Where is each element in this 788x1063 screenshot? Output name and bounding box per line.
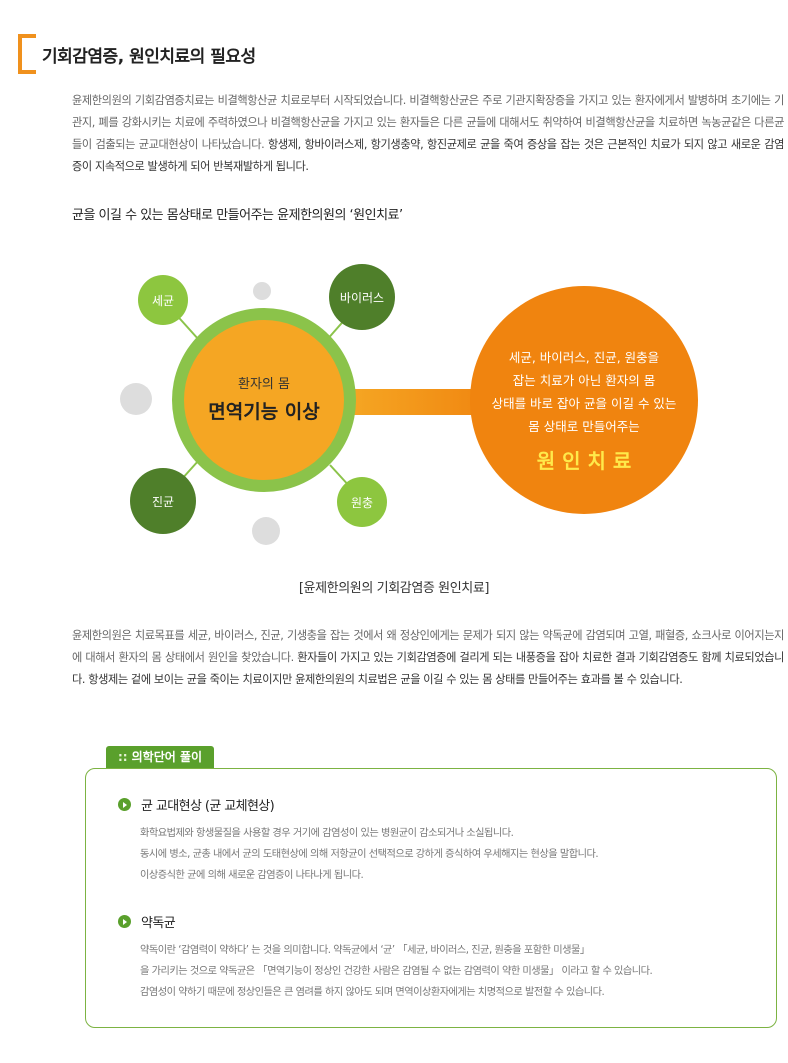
intro-text-emphasis: 항생제, 항바이러스제, 항기생충약, 항진균제로 균을 죽여 증상을 잡는 것… — [72, 138, 784, 173]
page-title: 기회감염증, 원인치료의 필요성 — [42, 47, 256, 67]
term-line: 약독이란 ‘감염력이 약하다’ 는 것을 의미합니다. 약독균에서 ‘균’ 「세… — [140, 945, 590, 956]
right-emphasis-label: 원 인 치 료 — [537, 449, 632, 473]
glossary-term-title: 균 교대현상 (균 교체현상) — [118, 795, 275, 814]
satellite-label: 세균 — [152, 294, 174, 308]
term-line: 이상증식한 균에 의해 새로운 감염증이 나타나게 됩니다. — [140, 870, 364, 881]
second-paragraph: 윤제한의원은 치료목표를 세균, 바이러스, 진균, 기생충을 잡는 것에서 왜… — [72, 625, 784, 691]
second-text-emphasis: 환자들이 가지고 있는 기회감염증에 걸리게 되는 내풍증을 잡아 치료한 결과… — [72, 651, 784, 686]
right-text-line: 잡는 치료가 아닌 환자의 몸 — [513, 373, 655, 388]
second-text: 윤제한의원은 치료목표를 세균, 바이러스, 진균, 기생충을 잡는 것에서 왜… — [72, 629, 784, 664]
intro-paragraph: 윤제한의원의 기회감염증치료는 비결핵항산균 치료로부터 시작되었습니다. 비결… — [72, 90, 784, 178]
term-line: 화학요법제와 항생물질을 사용할 경우 거기에 감염성이 있는 병원균이 감소되… — [140, 828, 514, 839]
intro-text: 윤제한의원의 기회감염증치료는 비결핵항산균 치료로부터 시작되었습니다. 비결… — [72, 94, 784, 151]
glossary-term-title: 약독균 — [118, 912, 176, 931]
center-main-label: 면역기능 이상 — [208, 401, 320, 423]
glossary-tab-dots: :: — [118, 750, 128, 764]
title-bracket-decoration — [18, 34, 36, 74]
glossary-tab: ::의학단어 풀이 — [106, 746, 215, 768]
satellite-virus — [329, 264, 395, 330]
section-subheading: 균을 이길 수 있는 몸상태로 만들어주는 윤제한의원의 ‘원인치료’ — [72, 208, 403, 223]
play-bullet-icon — [118, 915, 131, 928]
center-circle — [184, 320, 344, 480]
satellite-protozoa — [337, 477, 387, 527]
satellite-label: 바이러스 — [340, 291, 384, 305]
glossary-term-body: 약독이란 ‘감염력이 약하다’ 는 것을 의미합니다. 약독균에서 ‘균’ 「세… — [140, 940, 770, 1003]
decorative-dot — [120, 383, 152, 415]
right-text-line: 몸 상태로 만들어주는 — [528, 419, 639, 434]
term-title-text: 약독균 — [141, 916, 176, 931]
satellite-label: 진균 — [152, 495, 174, 509]
term-line: 감염성이 약하기 때문에 정상인들은 큰 염려를 하지 않아도 되며 면역이상환… — [140, 987, 605, 998]
glossary-tab-label: 의학단어 풀이 — [131, 750, 203, 764]
play-bullet-icon — [118, 798, 131, 811]
glossary-term-body: 화학요법제와 항생물질을 사용할 경우 거기에 감염성이 있는 병원균이 감소되… — [140, 823, 770, 886]
term-title-text: 균 교대현상 (균 교체현상) — [141, 799, 275, 814]
right-text-line: 상태를 바로 잡아 균을 이길 수 있는 — [492, 396, 677, 411]
glossary-box — [85, 768, 777, 1028]
satellite-fungus — [130, 468, 196, 534]
decorative-dot — [252, 517, 280, 545]
cause-treatment-diagram: 환자의 몸 면역기능 이상 세균 바이러스 진균 원충 세균, 바이러스, 진균… — [120, 264, 698, 545]
right-text-line: 세균, 바이러스, 진균, 원충을 — [509, 350, 659, 365]
diagram-caption: [윤제한의원의 기회감염증 원인치료] — [298, 581, 490, 596]
decorative-dot — [253, 282, 271, 300]
center-top-label: 환자의 몸 — [238, 377, 290, 392]
cause-treatment-circle — [470, 286, 698, 514]
satellite-label: 원충 — [351, 496, 373, 510]
satellite-bacteria — [138, 275, 188, 325]
term-line: 동시에 병소, 균총 내에서 균의 도태현상에 의해 저항균이 선택적으로 강하… — [140, 849, 599, 860]
term-line: 을 가리키는 것으로 약독균은 「면역기능이 정상인 건강한 사람은 감염될 수… — [140, 966, 653, 977]
